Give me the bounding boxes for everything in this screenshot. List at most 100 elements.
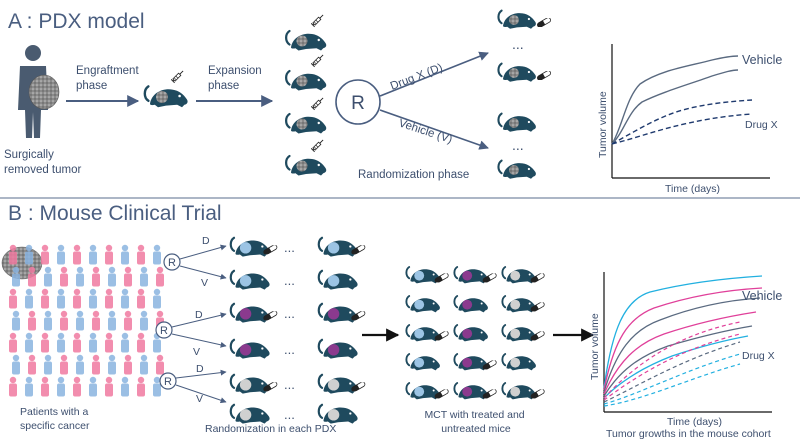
patient-icon [105,244,113,265]
svg-text:D: D [195,309,203,321]
vehicle-growth-line [603,287,763,391]
mct-mouse-icon [501,324,546,343]
randomized-mouse-icon [317,302,367,324]
patient-icon [121,376,129,397]
patient-figure-icon [18,45,60,138]
mct-mouse-icon [405,295,441,314]
randomization-circle [335,79,381,125]
randomized-mouse-icon [229,403,271,425]
mice-ellipsis: ... [284,377,295,392]
mct-mouse-icon [501,295,546,314]
patient-icon [28,354,36,375]
randomized-mouse-icon [317,236,367,258]
randomized-mouse-icon [317,403,359,425]
vehicle-branch-arrow [379,109,489,150]
randomization-group-1: R D V [163,235,227,289]
patient-icon [73,244,81,265]
patient-icon [153,288,161,309]
drug-growth-line [603,333,741,401]
mct-label: MCT with treated and untreated mice [424,409,527,435]
mct-mouse-icon [405,324,450,343]
mct-mouse-icon [453,382,498,401]
patient-icon [73,376,81,397]
mice-ellipsis: ... [284,306,295,321]
patient-icon [92,266,100,287]
mct-mouse-icon [453,295,489,314]
chart-a-vehicle-line-2 [611,69,739,145]
patient-icon [44,310,52,331]
patient-icon [89,332,97,353]
expanded-mice-group [284,12,328,177]
patient-icon [153,376,161,397]
patient-icon [41,244,49,265]
patient-icon [137,376,145,397]
vehicle-group-mice [497,112,538,180]
drug-growth-line [603,341,741,403]
patient-icon [121,332,129,353]
chart-a-drug-line-1 [611,99,753,145]
svg-text:V: V [196,393,203,405]
patient-icon [140,354,148,375]
svg-text:R: R [160,325,168,337]
patient-icon [9,376,17,397]
mct-mouse-icon [405,353,441,372]
drug-branch-arrow [379,51,489,97]
vehicle-growth-line [603,335,749,399]
patients-label: Patients with a specific cancer [20,406,91,432]
chart-b-legend-drug: Drug X [742,350,775,362]
patient-icon [137,288,145,309]
patient-icon [105,288,113,309]
svg-text:V: V [193,346,200,358]
chart-a: Tumor volume Time (days) Vehicle Drug X [597,44,782,195]
patient-icon [9,288,17,309]
drug-growth-line [603,353,741,405]
patient-icon [25,332,33,353]
patient-icon [108,354,116,375]
patient-label: Surgically removed tumor [4,149,82,176]
chart-b-legend-vehicle: Vehicle [742,289,782,303]
patient-icon [121,288,129,309]
patient-icon [25,376,33,397]
patient-icon [9,244,17,265]
patient-icon [124,310,132,331]
patient-icon [76,310,84,331]
mice-ellipsis: ... [284,407,295,422]
patient-icon [57,288,65,309]
expansion-label: Expansion phase [208,65,265,92]
mct-mouse-icon [405,382,450,401]
patient-icon [73,288,81,309]
svg-text:D: D [196,363,204,375]
mct-mouse-icon [501,382,546,401]
mct-mouse-icon [501,353,537,372]
patient-icon [12,310,20,331]
tumor-sample-icon [1,246,43,280]
vehicle-growth-line [603,275,763,389]
vehicle-growth-line [603,297,761,393]
drug-group-ellipsis: ... [512,36,524,52]
vehicle-growth-line [603,311,757,395]
chart-a-vehicle-line-1 [611,55,739,145]
mice-ellipsis: ... [284,240,295,255]
randomized-mouse-icon [229,338,271,360]
panel-b-title: B : Mouse Clinical Trial [8,202,222,225]
randomization-phase-label: Randomization phase [358,169,469,181]
chart-b-lines [603,275,763,407]
drug-growth-line [603,363,741,407]
svg-text:V: V [201,277,208,289]
engrafted-mouse-icon [143,68,189,109]
chart-b: Tumor volume Time (days) Vehicle Drug X … [589,272,782,439]
randomization-label: Randomization in each PDX [205,423,336,435]
patient-icon [73,332,81,353]
chart-b-ylabel: Tumor volume [589,313,601,380]
randomization-group-3: R D V [159,363,227,405]
chart-b-caption: Tumor growths in the mouse cohort [606,428,771,439]
patient-crowd [9,244,164,397]
patient-icon [60,354,68,375]
mct-mouse-icon [453,353,498,372]
patient-icon [124,354,132,375]
patient-icon [12,266,20,287]
randomized-mice: .................. [229,236,367,425]
chart-a-xlabel: Time (days) [665,183,720,195]
mct-mouse-icon [453,266,498,285]
